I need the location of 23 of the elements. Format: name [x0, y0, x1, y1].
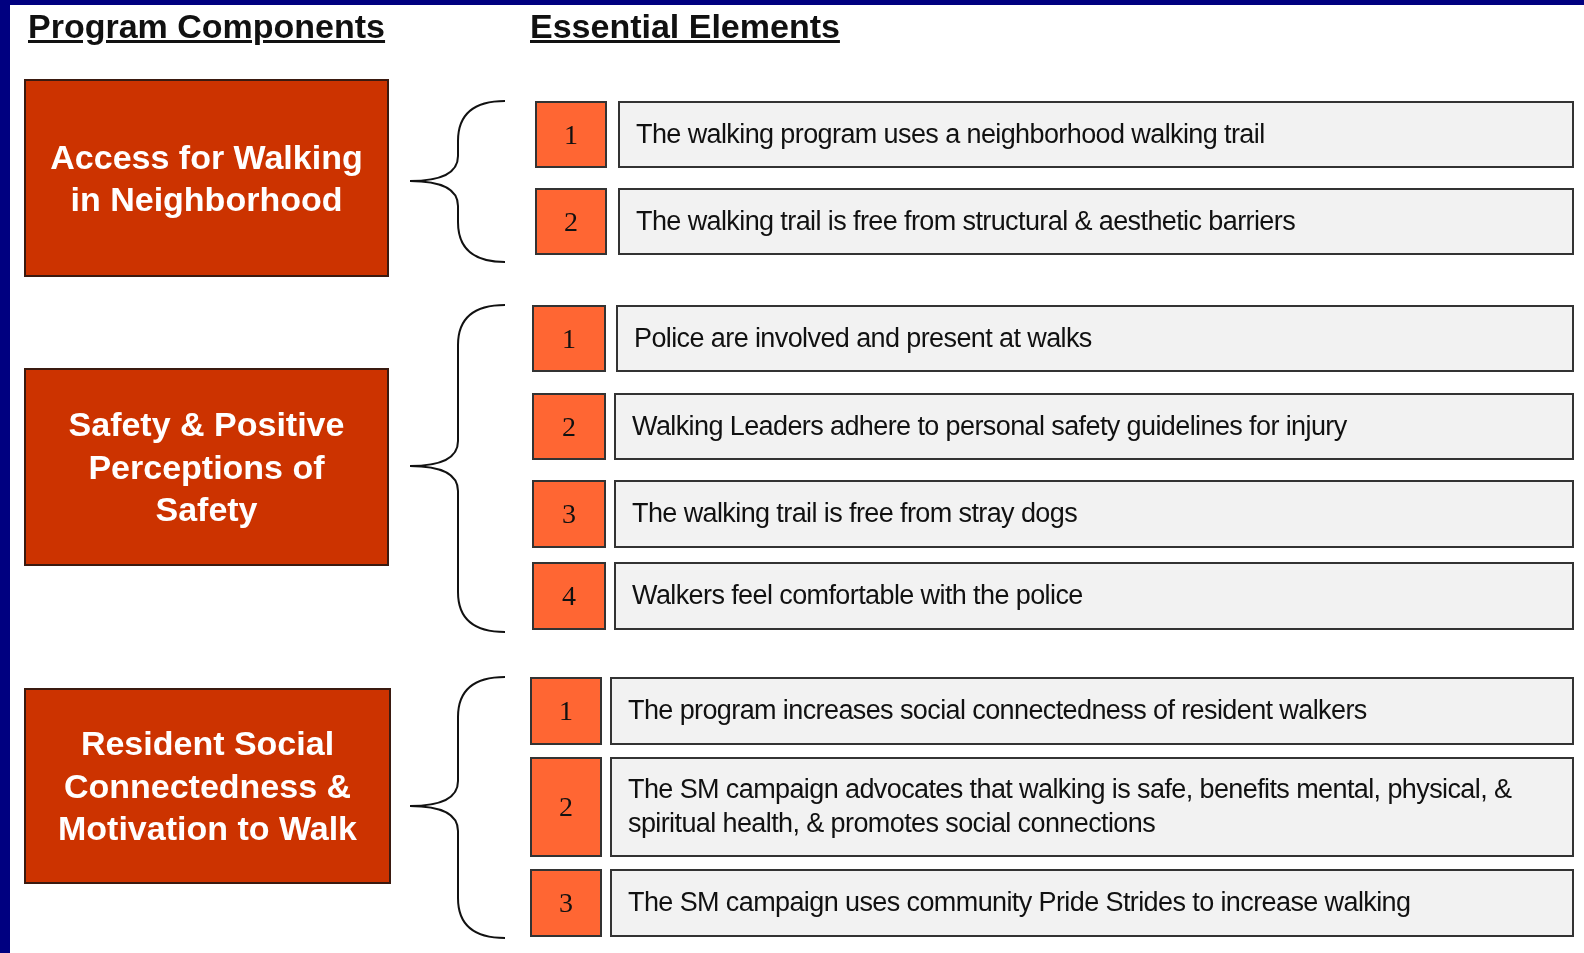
number-box: 1 [532, 305, 606, 372]
number-box: 3 [532, 480, 606, 548]
component-box: Resident Social Connectedness & Motivation to Walk [24, 688, 391, 884]
number-box: 2 [535, 188, 607, 255]
element-box: The SM campaign advocates that walking is safe, benefits mental, physical, & spiritual health, & promotes social connections [610, 757, 1574, 857]
component-box: Safety & Positive Perceptions of Safety [24, 368, 389, 566]
column-heading: Essential Elements [530, 7, 840, 46]
number-box: 2 [530, 757, 602, 857]
number-box: 1 [535, 101, 607, 168]
element-box: The SM campaign uses community Pride Strides to increase walking [610, 869, 1574, 937]
element-box: Walking Leaders adhere to personal safety guidelines for injury [614, 393, 1574, 460]
component-box: Access for Walking in Neighborhood [24, 79, 389, 277]
element-box: Police are involved and present at walks [616, 305, 1574, 372]
element-box: Walkers feel comfortable with the police [614, 562, 1574, 630]
element-box: The walking trail is free from structural & aesthetic barriers [618, 188, 1574, 255]
column-heading: Program Components [28, 7, 386, 46]
number-box: 1 [530, 677, 602, 745]
number-box: 4 [532, 562, 606, 630]
number-box: 3 [530, 869, 602, 937]
element-box: The walking program uses a neighborhood walking trail [618, 101, 1574, 168]
element-box: The program increases social connectedness of resident walkers [610, 677, 1574, 745]
element-box: The walking trail is free from stray dogs [614, 480, 1574, 548]
number-box: 2 [532, 393, 606, 460]
